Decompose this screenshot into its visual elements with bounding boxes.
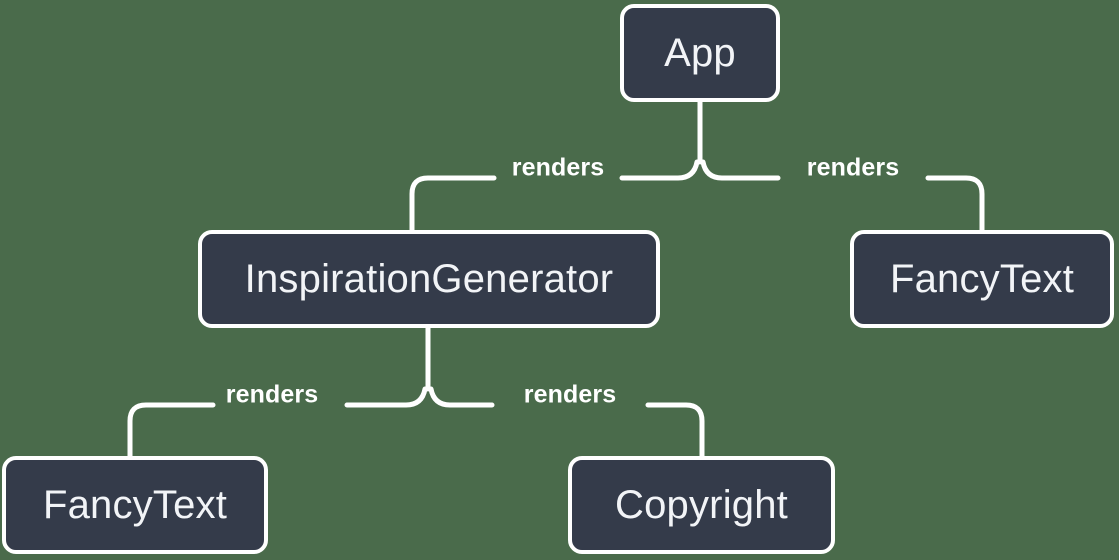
- edge-app-to-inspiration-right-segment: [619, 159, 700, 181]
- node-fancytext-bottom-label: FancyText: [42, 483, 228, 527]
- edge-inspiration-to-fancytext-left-segment: [127, 402, 216, 459]
- edge-inspiration-to-copyright-left-segment: [428, 386, 495, 408]
- edge-label-inspiration-to-fancytext: renders: [225, 380, 319, 409]
- edge-app-to-inspiration-left-segment: [409, 175, 497, 233]
- node-inspiration-generator-label: InspirationGenerator: [244, 257, 614, 301]
- node-fancytext-right-label: FancyText: [889, 257, 1075, 301]
- edge-app-to-fancytext-right-segment: [925, 175, 985, 233]
- edge-label-app-to-inspiration: renders: [511, 153, 605, 182]
- node-inspiration-generator[interactable]: InspirationGenerator: [198, 230, 660, 328]
- edge-label-inspiration-to-copyright: renders: [523, 380, 617, 409]
- node-fancytext-bottom[interactable]: FancyText: [2, 456, 268, 554]
- edge-label-app-to-fancytext: renders: [806, 153, 900, 182]
- edge-inspiration-to-copyright-right-segment: [645, 402, 705, 459]
- edge-app-to-fancytext-left-segment: [700, 159, 781, 181]
- node-fancytext-right[interactable]: FancyText: [850, 230, 1114, 328]
- node-app[interactable]: App: [620, 4, 780, 102]
- edge-inspiration-to-fancytext-right-segment: [344, 386, 428, 408]
- node-app-label: App: [664, 31, 736, 75]
- node-copyright[interactable]: Copyright: [568, 456, 835, 554]
- node-copyright-label: Copyright: [615, 483, 788, 527]
